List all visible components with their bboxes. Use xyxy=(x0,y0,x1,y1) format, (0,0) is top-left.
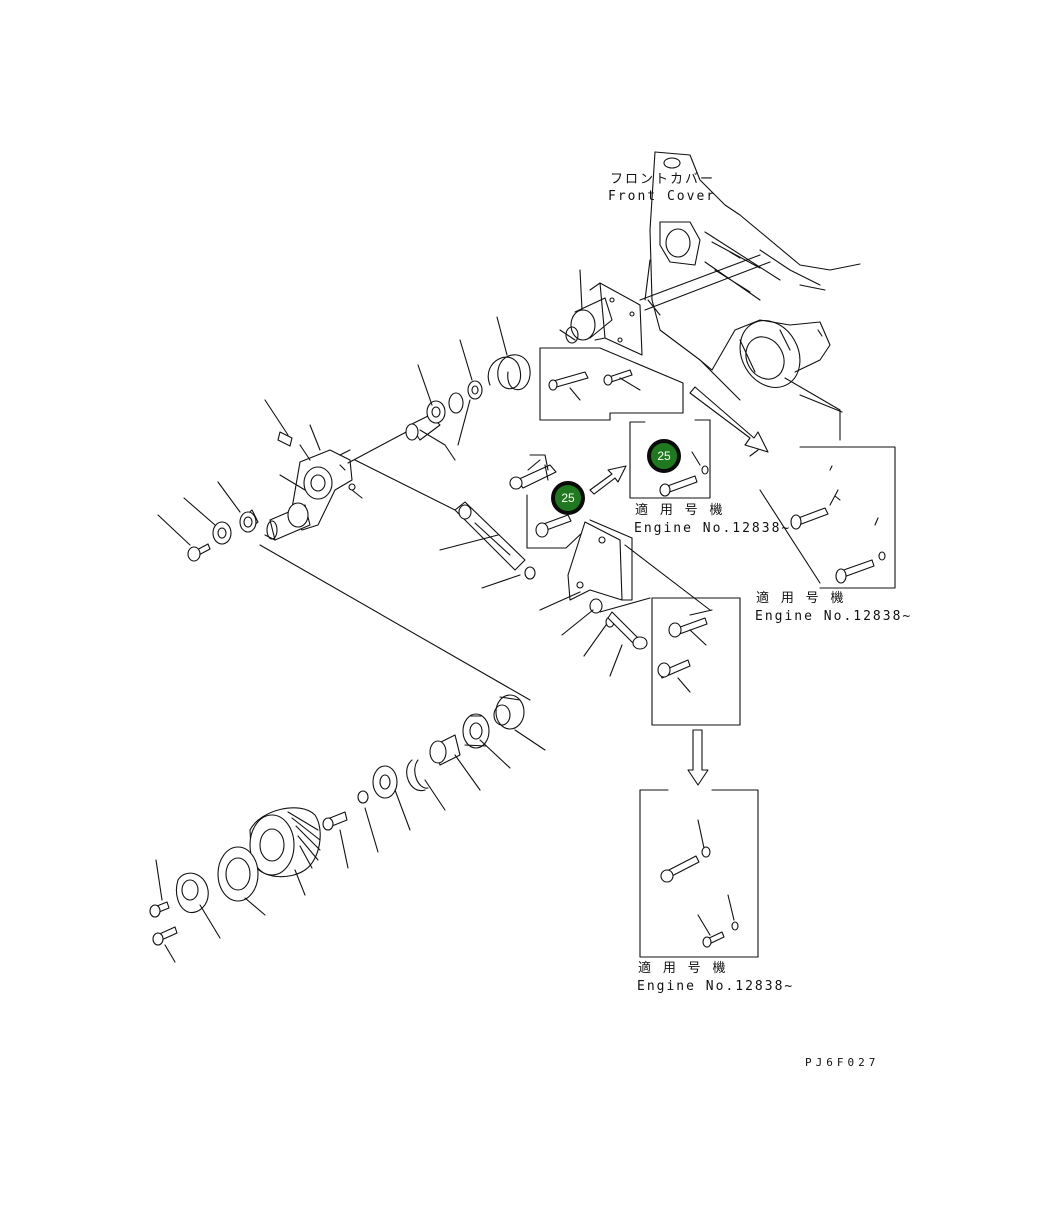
front-cover-label-jp: フロントカバー xyxy=(610,172,716,187)
arrow-to-right-detail xyxy=(689,386,769,453)
spring-and-spacers xyxy=(405,316,531,461)
idler-bracket-assembly xyxy=(157,399,411,562)
detail-box-small xyxy=(629,419,711,499)
applicable-label-jp-right: 適 用 号 機 xyxy=(756,591,846,606)
figure-code: PJ6F027 xyxy=(805,1056,880,1069)
applicable-label-en-bottom: Engine No.12838~ xyxy=(637,979,795,994)
front-cover-label-en: Front Cover xyxy=(608,189,717,204)
callout-badge-lower[interactable]: 25 xyxy=(551,481,585,515)
detail-box-center xyxy=(651,597,741,726)
pulley-assembly xyxy=(149,544,546,963)
applicable-label-jp-bottom: 適 用 号 機 xyxy=(638,961,728,976)
applicable-label-en-center: Engine No.12838~ xyxy=(634,521,792,536)
front-cover-drawing xyxy=(644,151,861,441)
callout-badge-upper[interactable]: 25 xyxy=(647,439,681,473)
fan-support-bracket xyxy=(559,254,771,356)
arrow-down xyxy=(687,729,709,786)
detail-box-bottom xyxy=(639,789,759,958)
arrow-to-detail xyxy=(589,465,627,495)
applicable-label-jp-center: 適 用 号 機 xyxy=(635,503,725,518)
adjusting-bar-assembly xyxy=(354,454,711,677)
bolt-group-upper xyxy=(539,347,684,421)
applicable-label-en-right: Engine No.12838~ xyxy=(755,609,913,624)
detail-box-right xyxy=(749,446,896,589)
